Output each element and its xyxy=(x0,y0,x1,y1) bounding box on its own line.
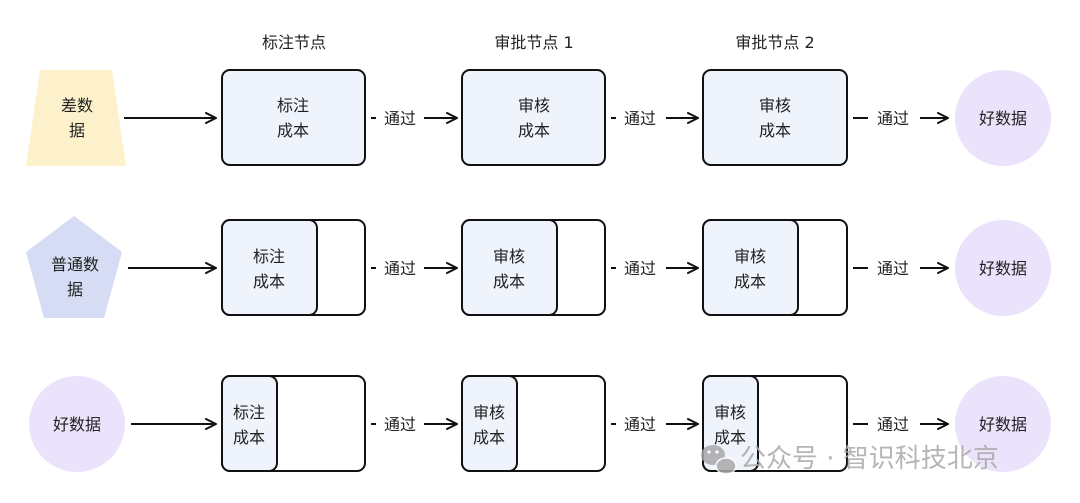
review-cost-box xyxy=(461,219,558,316)
cost-label-line2: 成本 xyxy=(277,121,309,140)
header-review-node-2: 审批节点 2 xyxy=(735,33,814,52)
wechat-icon xyxy=(701,445,737,475)
cost-label-line1: 审核 xyxy=(493,247,525,266)
edge-pass-label: 通过 xyxy=(624,259,656,278)
cost-label-line1: 标注 xyxy=(277,96,309,115)
cost-label-line2: 成本 xyxy=(493,272,525,291)
edge-pass-label: 通过 xyxy=(384,259,416,278)
cost-label-line1: 审核 xyxy=(473,403,505,422)
annotate-node-box xyxy=(221,69,366,166)
edge-pass-label: 通过 xyxy=(624,415,656,434)
source-good-data-circle xyxy=(29,376,125,472)
edge-pass-label: 通过 xyxy=(877,415,909,434)
header-review-node-1: 审批节点 1 xyxy=(494,33,573,52)
header-annotate-node: 标注节点 xyxy=(262,33,326,52)
watermark-text: 公众号 · 智识科技北京 xyxy=(740,444,999,474)
row-3: 好数据 标注 成本 通过 审核 成本 通过 审核 成本 通过 好数据 xyxy=(29,375,1051,472)
result-good-data-circle xyxy=(955,220,1051,316)
cost-label-line1: 审核 xyxy=(518,96,550,115)
source-label-line2: 据 xyxy=(69,121,85,140)
cost-label-line1: 审核 xyxy=(759,96,791,115)
edge-pass-label: 通过 xyxy=(384,109,416,128)
cost-label-line2: 成本 xyxy=(734,272,766,291)
source-label-line1: 普通数 xyxy=(51,255,99,274)
cost-label-line1: 标注 xyxy=(233,403,265,422)
review-node-1-box xyxy=(461,69,606,166)
result-good-data-circle xyxy=(955,70,1051,166)
source-bad-data-trapezoid xyxy=(26,70,126,166)
source-normal-data-pentagon xyxy=(26,216,122,318)
result-label: 好数据 xyxy=(979,109,1027,128)
result-good-data-circle xyxy=(955,376,1051,472)
cost-label-line1: 审核 xyxy=(714,403,746,422)
review-cost-box xyxy=(461,375,518,472)
cost-label-line1: 审核 xyxy=(734,247,766,266)
review-node-2-box xyxy=(702,69,848,166)
cost-label-line2: 成本 xyxy=(518,121,550,140)
row-1: 差数 据 标注 成本 通过 审核 成本 通过 审核 成本 通过 好数据 xyxy=(26,69,1051,166)
cost-label-line2: 成本 xyxy=(253,272,285,291)
result-label: 好数据 xyxy=(979,259,1027,278)
source-label: 好数据 xyxy=(53,415,101,434)
review-cost-box xyxy=(702,219,799,316)
annotate-cost-box xyxy=(221,375,278,472)
source-label-line1: 差数 xyxy=(61,96,93,115)
cost-label-line2: 成本 xyxy=(714,428,746,447)
edge-pass-label: 通过 xyxy=(877,109,909,128)
cost-label-line2: 成本 xyxy=(759,121,791,140)
edge-pass-label: 通过 xyxy=(384,415,416,434)
edge-pass-label: 通过 xyxy=(877,259,909,278)
source-label-line2: 据 xyxy=(67,280,83,299)
row-2: 普通数 据 标注 成本 通过 审核 成本 通过 审核 成本 通过 好数据 xyxy=(26,216,1051,318)
cost-label-line2: 成本 xyxy=(473,428,505,447)
annotate-cost-box xyxy=(221,219,318,316)
watermark: 公众号 · 智识科技北京 xyxy=(701,444,999,475)
result-label: 好数据 xyxy=(979,415,1027,434)
edge-pass-label: 通过 xyxy=(624,109,656,128)
cost-label-line2: 成本 xyxy=(233,428,265,447)
cost-label-line1: 标注 xyxy=(253,247,285,266)
